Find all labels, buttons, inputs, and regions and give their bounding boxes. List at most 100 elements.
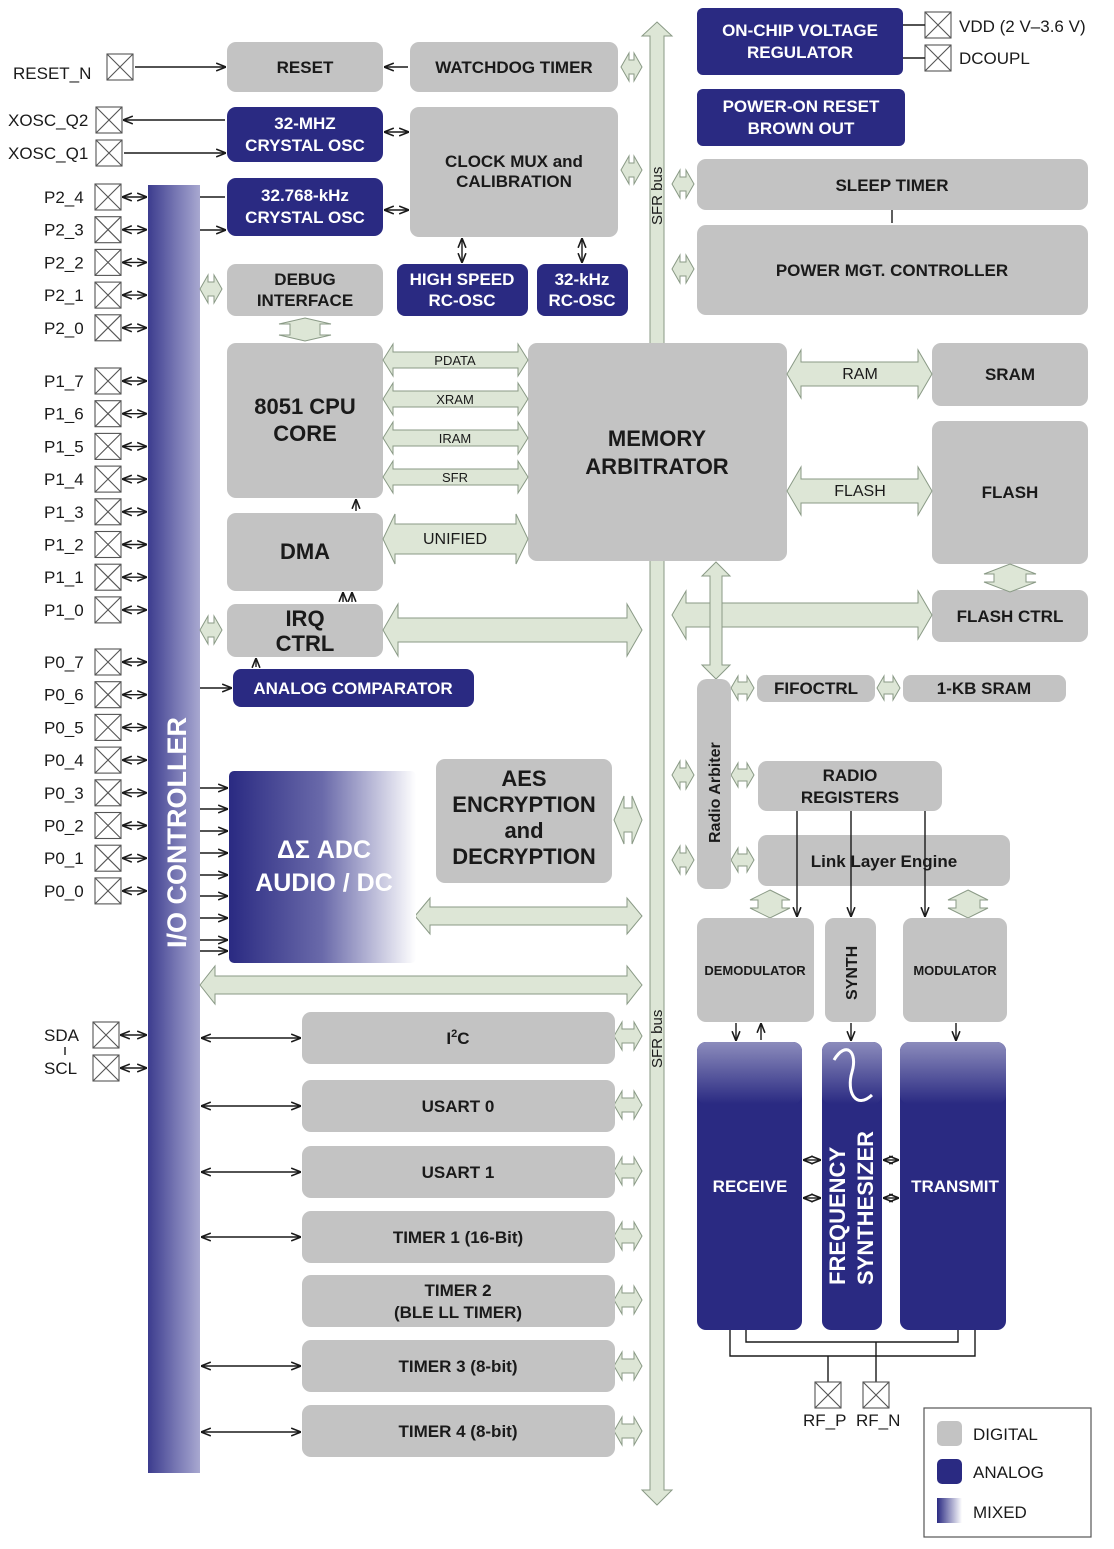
io-controller-label: I/O CONTROLLER <box>162 717 192 948</box>
svg-text:WATCHDOG TIMER: WATCHDOG TIMER <box>435 58 592 77</box>
svg-text:DCOUPL: DCOUPL <box>959 49 1030 68</box>
synth-block: SYNTH <box>825 918 876 1022</box>
svg-text:AUDIO / DC: AUDIO / DC <box>255 869 393 897</box>
pin-cross-icon <box>862 1381 890 1409</box>
pin-p1-1: P1_1 <box>44 563 146 591</box>
rf-p-pin: RF_P <box>803 1381 846 1430</box>
pin-cross-icon <box>94 400 122 428</box>
svg-text:POWER MGT. CONTROLLER: POWER MGT. CONTROLLER <box>776 261 1008 280</box>
xram-bus-label: XRAM <box>436 392 474 407</box>
pin-label: P1_7 <box>44 372 84 391</box>
pin-cross-icon <box>92 1021 120 1049</box>
svg-text:32.768-kHz: 32.768-kHz <box>261 186 349 205</box>
svg-text:(BLE LL TIMER): (BLE LL TIMER) <box>394 1303 522 1322</box>
svg-text:POWER-ON RESET: POWER-ON RESET <box>723 97 880 116</box>
svg-text:1-KB SRAM: 1-KB SRAM <box>937 679 1031 698</box>
pin-cross-icon <box>94 714 122 741</box>
svg-text:CRYSTAL OSC: CRYSTAL OSC <box>245 136 365 155</box>
dma-block: DMA <box>227 513 383 591</box>
reset-block: RESET <box>227 42 383 92</box>
pin-p2-0: P2_0 <box>44 314 146 342</box>
svg-text:REGULATOR: REGULATOR <box>747 43 853 62</box>
radio-arbiter-block: Radio Arbiter <box>697 679 731 889</box>
modulator-block: MODULATOR <box>903 918 1007 1022</box>
pin-cross-icon <box>94 746 122 774</box>
svg-text:TRANSMIT: TRANSMIT <box>911 1177 999 1196</box>
pin-cross-icon <box>92 1054 120 1082</box>
svg-text:FLASH: FLASH <box>982 483 1039 502</box>
pin-label: P1_3 <box>44 503 84 522</box>
pin-label: P0_7 <box>44 653 84 672</box>
dcoupl-pin: DCOUPL <box>903 44 1030 72</box>
svg-text:ON-CHIP VOLTAGE: ON-CHIP VOLTAGE <box>722 21 878 40</box>
pin-cross-icon <box>94 779 122 807</box>
pin-cross-icon <box>94 531 122 558</box>
svg-text:Radio Arbiter: Radio Arbiter <box>707 742 724 843</box>
signal-arrows <box>124 67 893 1432</box>
pin-p1-0: P1_0 <box>44 596 146 624</box>
pin-p2-3: P2_3 <box>44 216 146 244</box>
sfr-bus-label-top: SFR bus <box>649 167 666 225</box>
pin-cross-icon <box>94 216 122 244</box>
svg-text:IRQ: IRQ <box>285 606 324 631</box>
svg-text:MEMORY: MEMORY <box>608 426 707 451</box>
svg-text:XOSC_Q1: XOSC_Q1 <box>8 144 88 163</box>
svg-text:CLOCK MUX and: CLOCK MUX and <box>445 152 583 171</box>
legend: DIGITAL ANALOG MIXED <box>923 1407 1092 1538</box>
svg-text:TIMER 1 (16-Bit): TIMER 1 (16-Bit) <box>393 1228 523 1247</box>
pin-cross-icon <box>94 433 122 460</box>
pin-label: P2_2 <box>44 253 84 272</box>
svg-text:FREQUENCY: FREQUENCY <box>825 1147 850 1285</box>
svg-text:RF_P: RF_P <box>803 1411 846 1430</box>
svg-text:TIMER 2: TIMER 2 <box>424 1281 491 1300</box>
svg-text:USART 0: USART 0 <box>422 1097 495 1116</box>
pin-cross-icon <box>94 844 122 872</box>
pin-label: P0_4 <box>44 751 84 770</box>
crystal-osc-32mhz-block: 32-MHZ CRYSTAL OSC <box>227 107 383 162</box>
legend-analog-swatch <box>937 1459 962 1484</box>
cpu-core-block: 8051 CPU CORE <box>227 343 383 498</box>
svg-text:and: and <box>504 818 543 843</box>
timer4-block: TIMER 4 (8-bit) <box>302 1405 615 1457</box>
pin-p0-6: P0_6 <box>44 681 146 709</box>
pin-label: P0_6 <box>44 686 84 705</box>
svg-text:32-MHZ: 32-MHZ <box>274 114 335 133</box>
pin-cross-icon <box>94 183 122 211</box>
pin-p0-1: P0_1 <box>44 844 146 872</box>
pin-p2-4: P2_4 <box>44 183 146 211</box>
pin-cross-icon <box>94 563 122 591</box>
pdata-bus-label: PDATA <box>434 353 476 368</box>
high-speed-rc-osc-block: HIGH SPEED RC-OSC <box>397 264 528 316</box>
sfr-bus-label: SFR <box>442 470 468 485</box>
xosc-q2-pin: XOSC_Q2 <box>8 106 123 134</box>
svg-text:DECRYPTION: DECRYPTION <box>452 844 595 869</box>
pin-label: P2_1 <box>44 286 84 305</box>
reset-pin-label: RESET_N <box>13 64 91 83</box>
svg-text:RC-OSC: RC-OSC <box>428 291 495 310</box>
svg-text:RC-OSC: RC-OSC <box>548 291 615 310</box>
pin-cross-icon <box>94 681 122 709</box>
svg-text:DMA: DMA <box>280 539 330 564</box>
pin-cross-icon <box>94 465 122 493</box>
pin-label: P0_3 <box>44 784 84 803</box>
transmit-block: TRANSMIT <box>900 1042 1006 1330</box>
radio-registers-block: RADIO REGISTERS <box>758 761 942 811</box>
svg-text:I2C: I2C <box>446 1028 469 1048</box>
pin-label: P0_0 <box>44 882 84 901</box>
pin-p0-4: P0_4 <box>44 746 146 774</box>
pin-cross-icon <box>94 648 122 676</box>
pin-cross-icon <box>924 44 952 72</box>
pin-cross-icon <box>94 314 122 342</box>
legend-digital-label: DIGITAL <box>973 1425 1038 1444</box>
pin-p0-3: P0_3 <box>44 779 146 807</box>
pin-cross-icon <box>94 498 122 526</box>
svg-text:SYNTH: SYNTH <box>844 946 861 1000</box>
svg-text:ENCRYPTION: ENCRYPTION <box>452 792 595 817</box>
pin-cross-icon <box>924 11 952 39</box>
pin-cross-icon <box>94 249 122 276</box>
usart1-block: USART 1 <box>302 1146 615 1198</box>
pin-p1-2: P1_2 <box>44 530 146 559</box>
pin-cross-icon <box>94 812 122 839</box>
flash-block: FLASH <box>932 421 1088 564</box>
